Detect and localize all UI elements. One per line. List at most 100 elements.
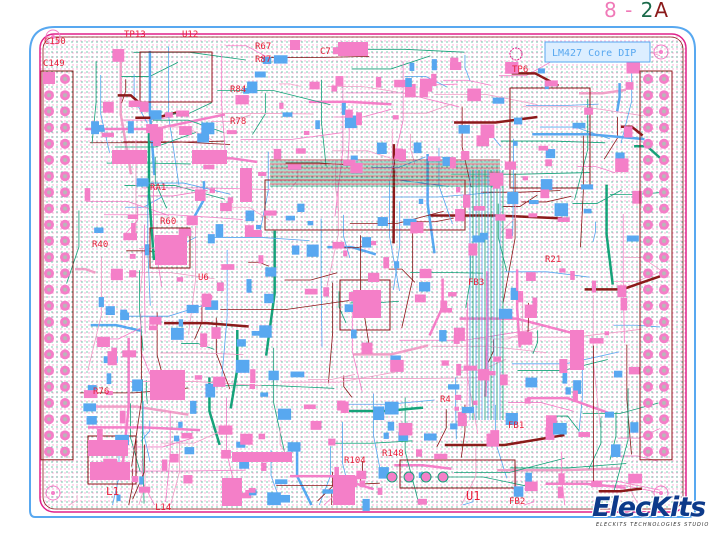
designator-u6[interactable]: U6 <box>198 273 209 283</box>
smd-pad <box>431 73 437 87</box>
smd-pad <box>255 224 262 230</box>
smd-pad <box>528 213 538 218</box>
header-pin-hole <box>646 401 650 405</box>
smd-pad <box>282 112 293 117</box>
header-pin-hole <box>63 77 67 81</box>
smd-pad <box>456 363 462 376</box>
large-pad <box>88 440 128 456</box>
large-pad <box>112 150 147 164</box>
header-pin-hole <box>63 93 67 98</box>
smd-pad <box>246 279 252 293</box>
trace <box>170 438 180 506</box>
header-outline <box>639 70 673 461</box>
trace <box>221 53 226 157</box>
header-pin-hole <box>63 368 67 373</box>
designator-r104[interactable]: R104 <box>344 456 366 466</box>
smd-pad <box>335 76 344 86</box>
designator-tp6[interactable]: TP6 <box>512 65 528 75</box>
designator-r67[interactable]: R67 <box>255 42 271 52</box>
designator-c150[interactable]: C150 <box>44 37 66 47</box>
smd-pad <box>131 476 139 483</box>
smd-pad <box>94 227 104 234</box>
smd-pad <box>97 428 103 441</box>
designator-u12[interactable]: U12 <box>182 30 198 40</box>
designator-l1[interactable]: L1 <box>106 485 119 498</box>
smd-pad <box>522 176 529 181</box>
smd-pad <box>129 253 136 259</box>
smd-pad <box>112 49 125 62</box>
header-pin-hole <box>646 206 650 211</box>
smd-pad <box>236 441 246 448</box>
trace <box>307 374 356 380</box>
designator-c7[interactable]: C7 <box>320 47 331 57</box>
designator-r87[interactable]: R87 <box>255 55 271 65</box>
designator-fb2[interactable]: FB2 <box>509 497 525 507</box>
designator-r4[interactable]: R4 <box>440 395 451 405</box>
trace <box>523 498 535 506</box>
smd-pad <box>307 221 314 226</box>
smd-pad <box>519 331 533 345</box>
smd-pad <box>377 487 383 495</box>
designator-r78[interactable]: R78 <box>230 117 246 127</box>
smd-pad <box>419 282 431 292</box>
trace <box>556 415 580 431</box>
designator-r21[interactable]: R21 <box>545 255 561 265</box>
designator-r60[interactable]: R60 <box>160 217 176 227</box>
smd-pad <box>419 268 432 279</box>
header-pin-hole <box>662 449 666 454</box>
mounting-hole <box>653 485 669 501</box>
test-point-tp6[interactable] <box>509 47 523 61</box>
smd-pad <box>510 290 518 300</box>
smd-pad <box>87 385 97 391</box>
trace <box>603 116 618 160</box>
trace <box>502 194 538 207</box>
trace <box>487 339 494 363</box>
header-pin-hole <box>646 433 650 438</box>
smd-pad <box>546 415 557 430</box>
designator-c149[interactable]: C149 <box>43 59 65 69</box>
smd-pad <box>525 377 538 388</box>
smd-pad <box>557 486 564 499</box>
header-pin-hole <box>646 158 650 162</box>
smd-pad <box>218 425 233 435</box>
smd-pad <box>489 172 504 186</box>
smd-pad <box>105 390 113 396</box>
smd-pad <box>205 383 216 398</box>
designator-l14[interactable]: L14 <box>155 503 171 513</box>
designator-r148[interactable]: R148 <box>382 449 404 459</box>
smd-pad <box>115 434 129 446</box>
trace <box>87 257 102 371</box>
smd-pad <box>303 404 316 409</box>
smd-pad <box>315 120 320 130</box>
header-pin-hole <box>646 190 650 195</box>
smd-pad <box>211 327 221 339</box>
designator-fb1[interactable]: FB1 <box>508 421 524 431</box>
designator-tp13[interactable]: TP13 <box>124 30 146 40</box>
trace <box>525 103 599 107</box>
designator-r84[interactable]: R84 <box>230 85 246 95</box>
header-pin-hole <box>47 174 51 179</box>
designator-r76[interactable]: R76 <box>93 387 109 397</box>
header-pin-hole <box>47 368 51 373</box>
smd-pad <box>97 336 110 348</box>
designator-ra1[interactable]: RA1 <box>150 183 166 193</box>
designator-r40[interactable]: R40 <box>92 240 108 250</box>
trace <box>334 108 392 118</box>
designator-u1[interactable]: U1 <box>466 489 480 503</box>
mounting-hole-center <box>51 35 55 39</box>
smd-pad <box>448 292 457 297</box>
smd-pad <box>186 215 198 226</box>
smd-pad <box>439 330 447 342</box>
header-pin-hole <box>47 255 51 260</box>
smd-pad <box>306 244 319 257</box>
smd-pad <box>504 161 516 170</box>
smd-pad <box>245 210 255 222</box>
trace <box>338 291 347 323</box>
trace <box>592 221 596 243</box>
trace <box>124 204 139 236</box>
smd-pad <box>495 214 506 221</box>
smd-pad <box>455 208 465 222</box>
designator-fb3[interactable]: FB3 <box>468 278 484 288</box>
trace <box>461 447 477 506</box>
